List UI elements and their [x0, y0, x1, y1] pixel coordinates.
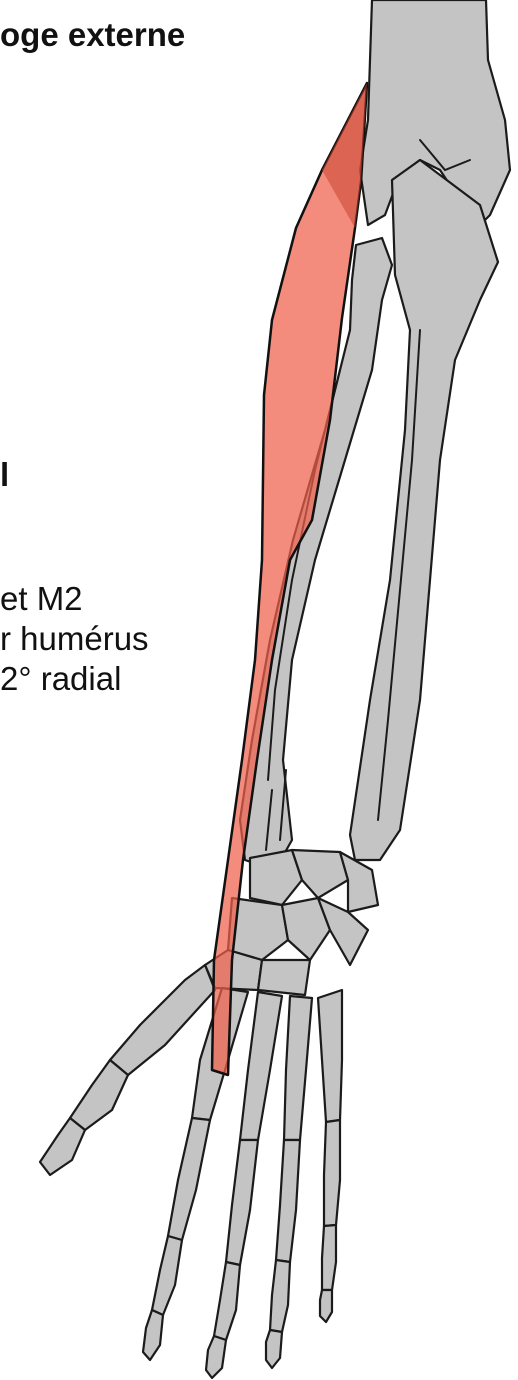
little-finger-bones [318, 990, 342, 1322]
description-line-1: et M2 [0, 582, 83, 615]
description-line-2: r humérus [0, 622, 149, 655]
muscle-name-label: l [0, 458, 9, 491]
description-line-3: 2° radial [0, 662, 121, 695]
muscle-group-title: oge externe [0, 18, 185, 51]
